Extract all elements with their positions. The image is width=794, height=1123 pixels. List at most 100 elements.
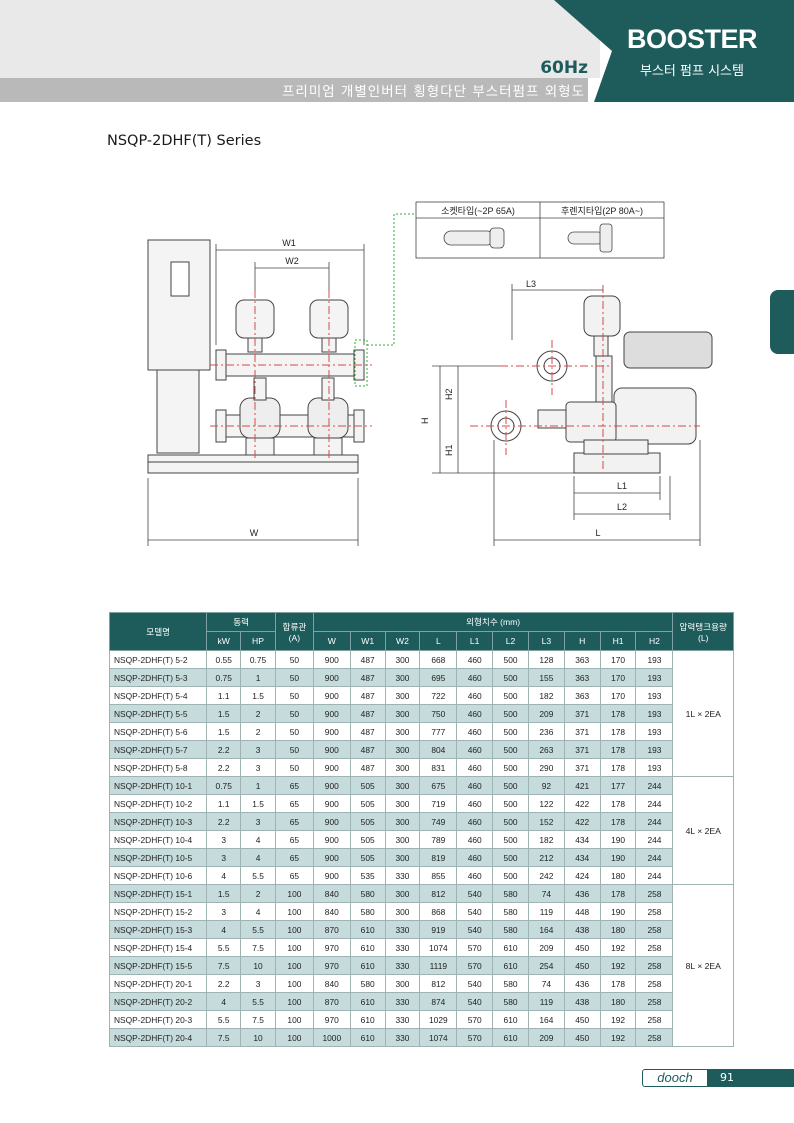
value-cell: 610 — [492, 956, 529, 975]
value-cell: 258 — [635, 974, 674, 993]
value-cell: 487 — [349, 668, 386, 687]
model-cell: NSQP-2DHF(T) 10-4 — [108, 830, 208, 849]
value-cell: 900 — [312, 848, 351, 867]
col-kw: kW — [206, 631, 242, 651]
value-cell: 290 — [527, 758, 565, 777]
model-cell: NSQP-2DHF(T) 20-2 — [108, 992, 208, 1011]
value-cell: 460 — [456, 866, 494, 885]
value-cell: 436 — [563, 884, 601, 903]
value-cell: 900 — [312, 704, 351, 723]
value-cell: 244 — [635, 794, 674, 813]
spec-table: 모델명 동력 합류관(A) 외형치수 (mm) 압력탱크용량(L) kW HP … — [108, 612, 734, 1047]
value-cell: 610 — [349, 938, 386, 957]
value-cell: 500 — [492, 758, 529, 777]
value-cell: 424 — [563, 866, 601, 885]
value-cell: 371 — [563, 740, 601, 759]
series-title: NSQP-2DHF(T) Series — [107, 133, 262, 149]
value-cell: 840 — [312, 902, 351, 921]
value-cell: 92 — [527, 776, 565, 795]
value-cell: 244 — [635, 866, 674, 885]
value-cell: 3 — [206, 830, 242, 849]
value-cell: 487 — [349, 722, 386, 741]
value-cell: 178 — [599, 974, 637, 993]
value-cell: 1 — [240, 776, 276, 795]
model-cell: NSQP-2DHF(T) 5-3 — [108, 668, 208, 687]
dim-w2-label: W2 — [285, 256, 299, 266]
value-cell: 840 — [312, 884, 351, 903]
value-cell: 190 — [599, 848, 637, 867]
value-cell: 460 — [456, 758, 494, 777]
value-cell: 236 — [527, 722, 565, 741]
frequency-label: 60Hz — [540, 58, 588, 78]
col-dim: H2 — [635, 631, 674, 651]
value-cell: 182 — [527, 686, 565, 705]
value-cell: 209 — [527, 1028, 565, 1047]
value-cell: 193 — [635, 740, 674, 759]
value-cell: 505 — [349, 794, 386, 813]
value-cell: 570 — [456, 1010, 494, 1029]
col-dim: L — [419, 631, 458, 651]
value-cell: 3 — [206, 902, 242, 921]
value-cell: 300 — [384, 848, 421, 867]
value-cell: 900 — [312, 686, 351, 705]
model-cell: NSQP-2DHF(T) 15-5 — [108, 956, 208, 975]
value-cell: 812 — [419, 884, 458, 903]
value-cell: 487 — [349, 758, 386, 777]
flange-type-label: 후렌지타입(2P 80A~) — [561, 205, 643, 216]
value-cell: 900 — [312, 722, 351, 741]
value-cell: 100 — [274, 902, 314, 921]
value-cell: 192 — [599, 938, 637, 957]
value-cell: 65 — [274, 812, 314, 831]
value-cell: 3 — [240, 974, 276, 993]
value-cell: 2.2 — [206, 974, 242, 993]
dim-w-label: W — [250, 528, 259, 538]
value-cell: 50 — [274, 650, 314, 669]
value-cell: 610 — [492, 1028, 529, 1047]
value-cell: 300 — [384, 758, 421, 777]
value-cell: 460 — [456, 794, 494, 813]
col-dim: W — [312, 631, 351, 651]
value-cell: 7.5 — [240, 938, 276, 957]
value-cell: 170 — [599, 668, 637, 687]
value-cell: 812 — [419, 974, 458, 993]
value-cell: 1119 — [419, 956, 458, 975]
value-cell: 5.5 — [240, 866, 276, 885]
value-cell: 192 — [599, 1028, 637, 1047]
value-cell: 178 — [599, 794, 637, 813]
value-cell: 300 — [384, 668, 421, 687]
value-cell: 434 — [563, 848, 601, 867]
tank-capacity-cell: 8L × 2EA — [672, 884, 734, 1047]
value-cell: 363 — [563, 668, 601, 687]
value-cell: 4 — [240, 848, 276, 867]
col-dim: H — [563, 631, 601, 651]
value-cell: 244 — [635, 830, 674, 849]
value-cell: 7.5 — [206, 1028, 242, 1047]
value-cell: 580 — [492, 884, 529, 903]
value-cell: 193 — [635, 758, 674, 777]
value-cell: 330 — [384, 1010, 421, 1029]
value-cell: 487 — [349, 740, 386, 759]
value-cell: 330 — [384, 956, 421, 975]
value-cell: 300 — [384, 884, 421, 903]
value-cell: 487 — [349, 686, 386, 705]
value-cell: 450 — [563, 1010, 601, 1029]
value-cell: 244 — [635, 848, 674, 867]
value-cell: 74 — [527, 974, 565, 993]
value-cell: 1.5 — [240, 794, 276, 813]
value-cell: 2.2 — [206, 758, 242, 777]
value-cell: 460 — [456, 812, 494, 831]
model-cell: NSQP-2DHF(T) 5-6 — [108, 722, 208, 741]
value-cell: 819 — [419, 848, 458, 867]
value-cell: 100 — [274, 992, 314, 1011]
side-tab[interactable] — [770, 290, 794, 354]
value-cell: 155 — [527, 668, 565, 687]
value-cell: 900 — [312, 758, 351, 777]
value-cell: 371 — [563, 758, 601, 777]
value-cell: 193 — [635, 668, 674, 687]
model-cell: NSQP-2DHF(T) 10-1 — [108, 776, 208, 795]
value-cell: 900 — [312, 740, 351, 759]
